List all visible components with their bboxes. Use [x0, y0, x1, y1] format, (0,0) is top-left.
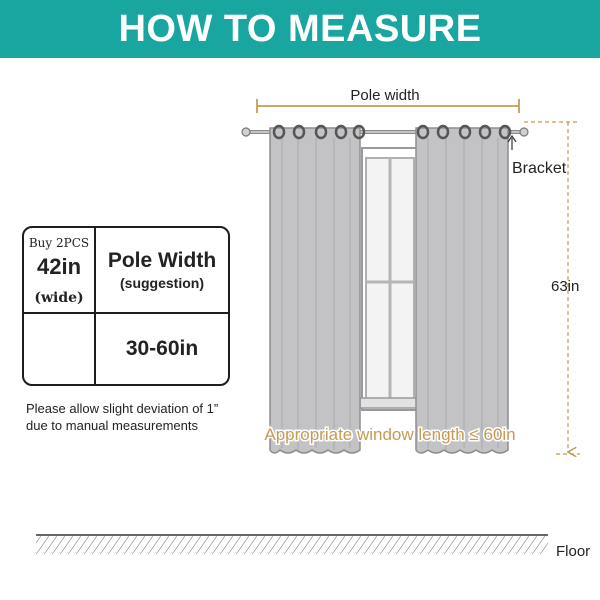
floor: Floor: [36, 534, 590, 560]
deviation-note-line-2: due to manual measurements: [26, 418, 198, 433]
deviation-note-line-1: Please allow slight deviation of 1”: [26, 401, 219, 416]
header-banner: HOW TO MEASURE: [0, 0, 600, 58]
pole-width-label: Pole width: [350, 87, 419, 104]
size-info-box: Buy 2PCS 42in (wide) Pole Width (suggest…: [22, 226, 230, 386]
bracket-label: Bracket: [512, 160, 567, 177]
window-frame: [359, 147, 421, 411]
buy-label: Buy 2PCS: [28, 236, 90, 250]
size-info-left: Buy 2PCS 42in (wide): [24, 228, 96, 384]
curtain-panel-left: [269, 127, 361, 454]
rod-finial-right: [519, 127, 529, 137]
pole-width-subtitle: (suggestion): [120, 275, 204, 291]
pole-width-range: 30-60in: [125, 337, 199, 360]
grommet-rings: [272, 124, 512, 140]
height-label: 63in: [551, 278, 579, 295]
pole-width-heading-cell: Pole Width (suggestion): [96, 228, 228, 314]
deviation-note: Please allow slight deviation of 1” due …: [26, 400, 256, 434]
window-length-label: Appropriate window length ≤ 60in: [264, 425, 515, 444]
curtain-panel-right: [415, 127, 509, 454]
page-title: HOW TO MEASURE: [118, 7, 482, 50]
wide-label: (wide): [34, 290, 84, 306]
quantity-cell: Buy 2PCS 42in (wide): [24, 228, 94, 314]
rod-finial-left: [241, 127, 251, 137]
size-info-right: Pole Width (suggestion) 30-60in: [96, 228, 228, 384]
floor-label: Floor: [556, 543, 590, 560]
pole-width-title: Pole Width: [107, 249, 217, 272]
pole-width-dimension: Pole width: [256, 87, 520, 113]
height-dimension: 63in: [524, 121, 580, 454]
panel-width-value: 42in: [36, 254, 82, 279]
bracket-callout: Bracket: [507, 134, 567, 177]
